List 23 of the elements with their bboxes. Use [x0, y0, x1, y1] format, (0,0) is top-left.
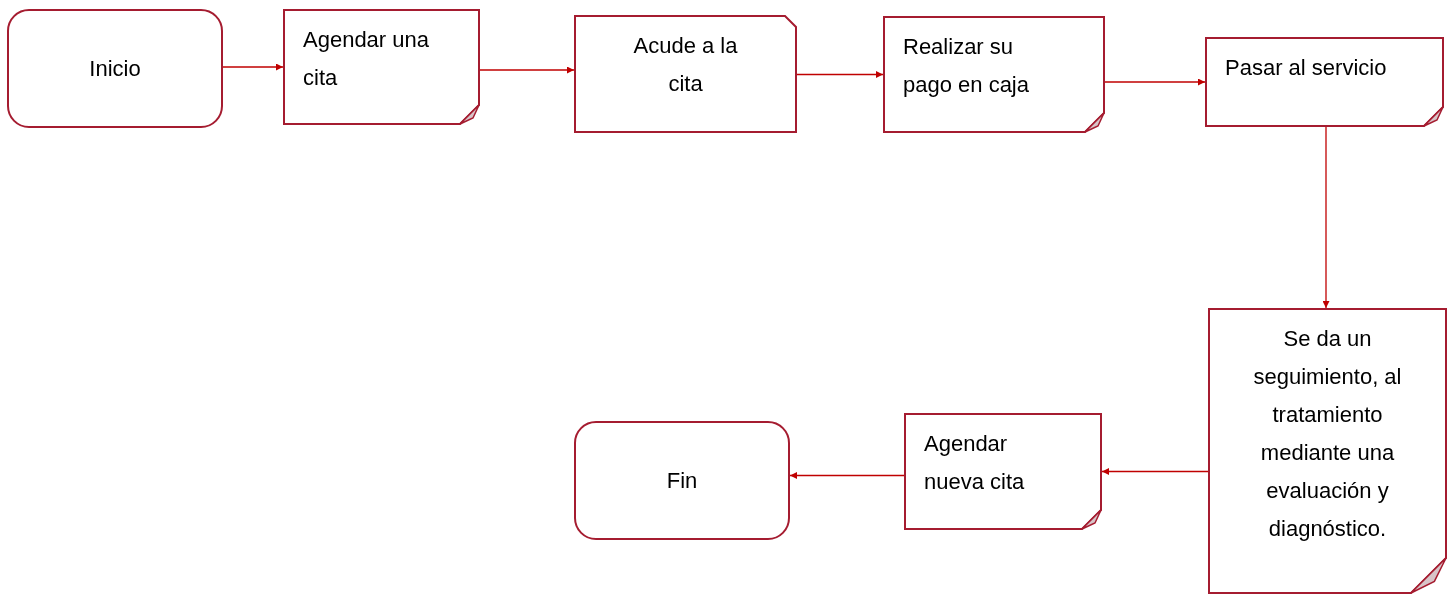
node-text: Inicio [89, 54, 141, 83]
arrow [479, 66, 575, 74]
node-text: Agendar nueva cita [924, 430, 1026, 496]
document-box [574, 15, 797, 133]
terminal-box [574, 421, 790, 540]
node-text: Pasar al servicio [1225, 54, 1387, 82]
node-text: Se da un seguimiento, al tratamiento mediante una evaluación y diagnóstico. [1252, 325, 1403, 543]
document-box [883, 16, 1105, 133]
node-text: Realizar su pago en caja [903, 33, 1030, 99]
arrow [1104, 78, 1206, 86]
document-box [904, 413, 1102, 530]
node-text: Agendar una cita [303, 26, 430, 92]
arrow [1101, 468, 1209, 475]
arrow [222, 63, 284, 71]
terminal-box [7, 9, 223, 128]
arrow [796, 71, 884, 78]
arrow [1322, 126, 1330, 309]
arrow [789, 472, 905, 479]
document-box [283, 9, 480, 125]
node-text: Acude a la cita [632, 32, 739, 98]
document-box [1208, 308, 1447, 594]
document-box [1205, 37, 1444, 127]
node-text: Fin [666, 466, 698, 495]
